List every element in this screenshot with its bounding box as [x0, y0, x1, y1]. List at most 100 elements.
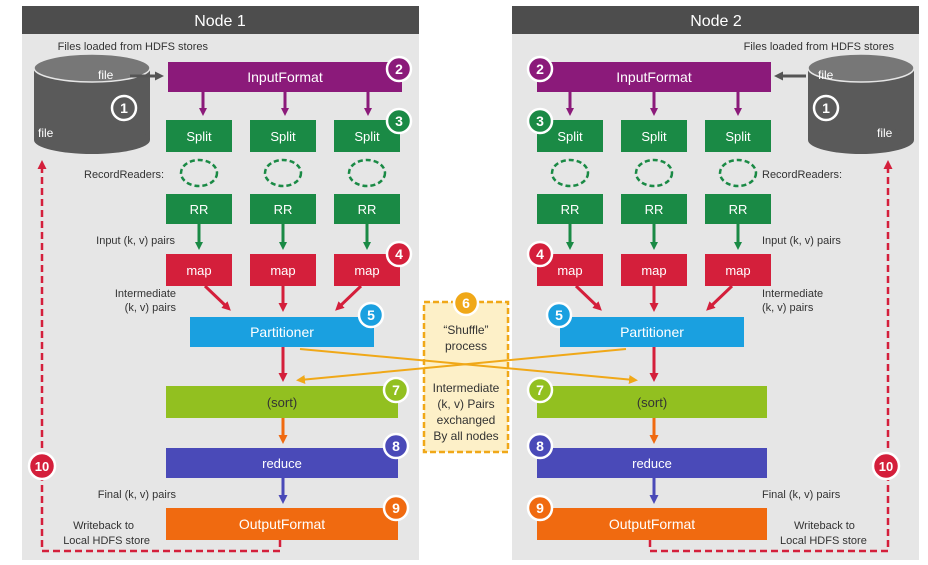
- svg-text:9: 9: [536, 500, 544, 516]
- svg-text:8: 8: [392, 438, 400, 454]
- svg-text:5: 5: [367, 307, 375, 323]
- node1-step-5-badge: 5: [357, 301, 385, 329]
- node1-reduce-box: [166, 448, 398, 478]
- node2-map-box-2: [621, 254, 687, 286]
- node1-input-pairs-label: Input (k, v) pairs: [96, 235, 175, 247]
- node2-file-bottom: file: [877, 126, 893, 140]
- node1-rr-label-1: RR: [190, 202, 209, 217]
- node2-rr-box-1: [537, 194, 603, 224]
- node2-recordreader-cycle-icon-3: [718, 158, 758, 188]
- node1-step-4-badge: 4: [385, 240, 413, 268]
- node2-step-2-badge: 2: [526, 55, 554, 83]
- node2-outputformat-box: [537, 508, 767, 540]
- node1-split-box-1: [166, 120, 232, 152]
- node1-recordreader-cycle-icon-3: [347, 158, 387, 188]
- node2-inputformat-label: InputFormat: [616, 69, 692, 85]
- node2-input-pairs-label: Input (k, v) pairs: [762, 235, 841, 247]
- node1-map-label-1: map: [186, 263, 211, 278]
- node2-map-label-2: map: [641, 263, 666, 278]
- node2-recordreaders-label: RecordReaders:: [762, 169, 842, 181]
- node2-step-4-badge: 4: [526, 240, 554, 268]
- node1-sort-box: [166, 386, 398, 418]
- node1-rr-box-2: [250, 194, 316, 224]
- node1-file-top: file: [98, 68, 114, 82]
- node1-writeback-label-1: Writeback to: [73, 520, 134, 532]
- node2-writeback-path: [648, 160, 893, 553]
- shuffle-desc-line2: (k, v) Pairs: [437, 397, 494, 411]
- node1-inputformat-box: [168, 62, 402, 92]
- node1-step-10-badge: 10: [27, 451, 57, 481]
- node1-map-box-2: [250, 254, 316, 286]
- node1-title: Node 1: [194, 13, 246, 30]
- node2-split-label-3: Split: [725, 129, 751, 144]
- node2-final-pairs-label: Final (k, v) pairs: [762, 489, 841, 501]
- node2-split-label-2: Split: [641, 129, 667, 144]
- node1-panel: Node 1 Files loaded from HDFS stores fil…: [22, 6, 419, 560]
- node2-step-7-badge: 7: [526, 376, 554, 404]
- node2-rr-label-1: RR: [561, 202, 580, 217]
- node1-map-label-3: map: [354, 263, 379, 278]
- node1-inputformat-label: InputFormat: [247, 69, 323, 85]
- shuffle-desc-line4: By all nodes: [433, 429, 498, 443]
- node2-split-box-2: [621, 120, 687, 152]
- svg-text:6: 6: [462, 295, 470, 311]
- node1-recordreaders-label: RecordReaders:: [84, 169, 164, 181]
- svg-text:5: 5: [555, 307, 563, 323]
- node1-split-label-1: Split: [186, 129, 212, 144]
- svg-text:8: 8: [536, 438, 544, 454]
- node2-split-box-3: [705, 120, 771, 152]
- node2-intermediate-label-2: (k, v) pairs: [762, 302, 814, 314]
- svg-text:10: 10: [879, 459, 893, 474]
- node1-step-2-badge: 2: [385, 55, 413, 83]
- node1-inputformat-split-arrows: [199, 92, 372, 116]
- node1-split-box-2: [250, 120, 316, 152]
- node2-split-label-1: Split: [557, 129, 583, 144]
- svg-text:4: 4: [536, 246, 544, 262]
- node1-file-bottom: file: [38, 126, 54, 140]
- node2-reduce-label: reduce: [632, 456, 672, 471]
- node1-reduce-label: reduce: [262, 456, 302, 471]
- node1-step-7-badge: 7: [382, 376, 410, 404]
- node2-storage-icon: [807, 53, 915, 154]
- node2-title: Node 2: [690, 13, 742, 30]
- node1-map-label-2: map: [270, 263, 295, 278]
- node2-file-top: file: [818, 68, 834, 82]
- node2-step-9-badge: 9: [526, 494, 554, 522]
- svg-text:7: 7: [392, 382, 400, 398]
- node2-inputformat-box: [537, 62, 771, 92]
- shuffle-desc-line3: exchanged: [437, 413, 496, 427]
- node2-rr-label-3: RR: [729, 202, 748, 217]
- node1-outputformat-label: OutputFormat: [239, 516, 325, 532]
- node1-writeback-label-2: Local HDFS store: [63, 535, 150, 547]
- node1-recordreader-cycle-icon-2: [263, 158, 303, 188]
- svg-text:2: 2: [536, 61, 544, 77]
- node2-header: [512, 6, 919, 34]
- node2-step-5-badge: 5: [545, 301, 573, 329]
- svg-text:1: 1: [120, 100, 128, 116]
- node1-rr-label-2: RR: [274, 202, 293, 217]
- node2-reduce-box: [537, 448, 767, 478]
- shuffle-title-line1: “Shuffle”: [443, 323, 488, 337]
- node2-map-box-3: [705, 254, 771, 286]
- node1-final-pairs-label: Final (k, v) pairs: [98, 489, 177, 501]
- node2-sort-box: [537, 386, 767, 418]
- node2-step-8-badge: 8: [526, 432, 554, 460]
- svg-text:4: 4: [395, 246, 403, 262]
- node2-step-10-badge: 10: [871, 451, 901, 481]
- shuffle-step-6-badge: 6: [452, 289, 480, 317]
- node2-step-1-badge: 1: [812, 94, 840, 122]
- node1-rr-label-3: RR: [358, 202, 377, 217]
- node1-intermediate-label-2: (k, v) pairs: [125, 302, 177, 314]
- node1-header: [22, 6, 419, 34]
- node2-sort-label: (sort): [637, 395, 667, 410]
- node1-rr-box-1: [166, 194, 232, 224]
- node2-recordreader-cycle-icon-1: [550, 158, 590, 188]
- node2-outputformat-label: OutputFormat: [609, 516, 695, 532]
- node2-rr-box-2: [621, 194, 687, 224]
- node2-panel: Node 2 Files loaded from HDFS stores fil…: [512, 6, 919, 560]
- svg-text:2: 2: [395, 61, 403, 77]
- node2-recordreader-cycle-icon-2: [634, 158, 674, 188]
- node1-step-3-badge: 3: [385, 107, 413, 135]
